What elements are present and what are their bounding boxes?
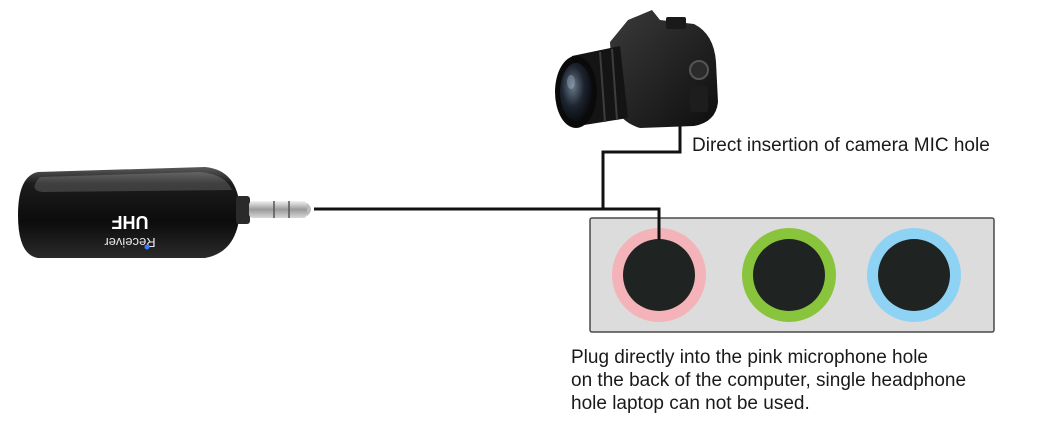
receiver-brand-label: UHF [112,212,149,232]
green-jack-hole [753,239,825,311]
receiver-model-label: Receiver [104,235,156,250]
receiver-led [144,244,150,250]
computer-audio-panel [589,217,995,333]
computer-caption-line-3: hole laptop can not be used. [571,393,810,414]
computer-mic-caption: Plug directly into the pink microphone h… [571,346,966,415]
pink-mic-jack-hole [623,239,695,311]
camera [555,10,718,128]
camera-mode-dial [689,60,709,80]
blue-jack-hole [878,239,950,311]
branch-to-camera-cable [601,120,682,209]
receiver-highlight [34,172,232,192]
uhf-receiver: Receiver UHF [18,167,311,258]
camera-mic-caption: Direct insertion of camera MIC hole [692,135,990,156]
computer-caption-line-2: on the back of the computer, single head… [571,370,967,391]
computer-caption-line-1: Plug directly into the pink microphone h… [571,347,928,368]
receiver-collar [236,196,250,224]
receiver-body [18,167,240,258]
receiver-jack-plug [249,201,307,218]
